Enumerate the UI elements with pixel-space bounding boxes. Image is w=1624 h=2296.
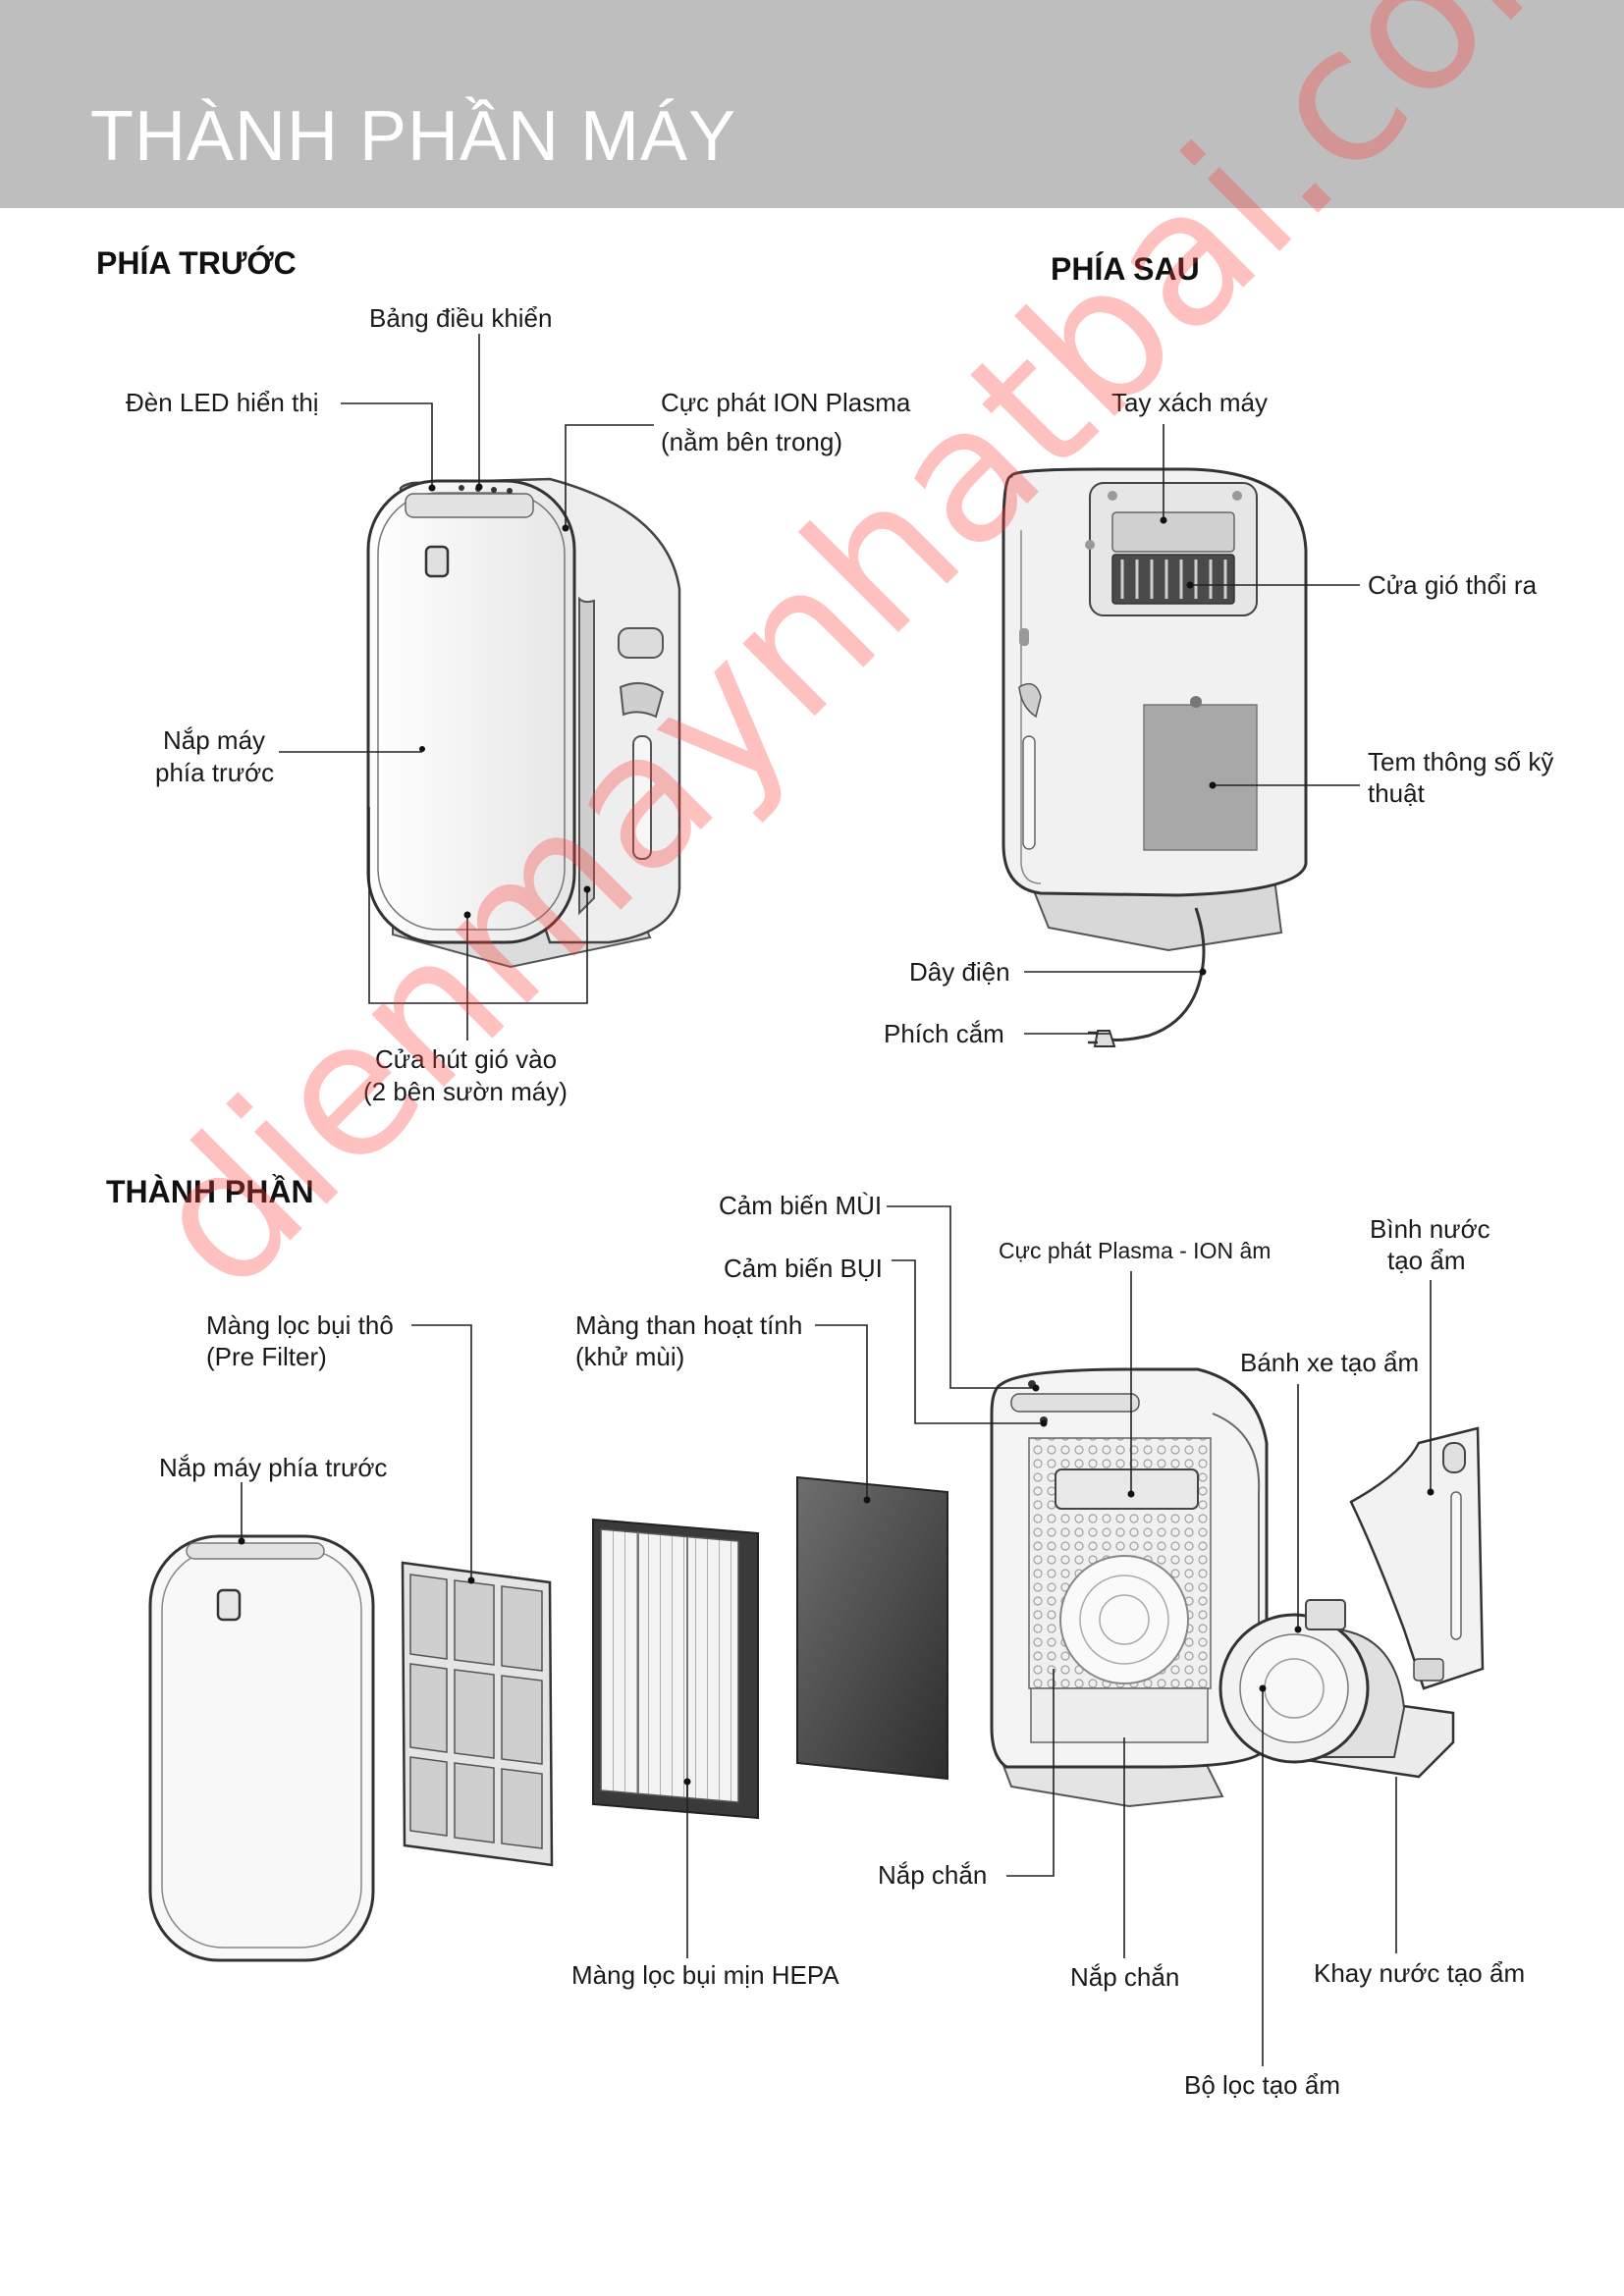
- label-front-cover-2: phía trước: [155, 758, 275, 787]
- back-unit-drawing: [1001, 467, 1308, 1047]
- label-power-cord: Dây điện: [909, 957, 1010, 987]
- label-water-tray: Khay nước tạo ẩm: [1314, 1958, 1526, 1988]
- label-handle: Tay xách máy: [1111, 388, 1268, 417]
- label-air-intake-1: Cửa hút gió vào: [375, 1044, 558, 1074]
- label-ion-plasma-1: Cực phát ION Plasma: [661, 388, 911, 417]
- part-humidify-unit: [1218, 1599, 1455, 1779]
- front-leader-lines: [279, 334, 654, 1041]
- label-carbon-2: (khử mùi): [575, 1342, 685, 1371]
- label-ion-plasma-2: (nằm bên trong): [661, 427, 842, 456]
- parts-leader-dots: [238, 1384, 1435, 1786]
- label-spec-label-2: thuật: [1368, 778, 1425, 808]
- part-main-body: [990, 1367, 1269, 1808]
- title-banner: THÀNH PHẦN MÁY: [0, 0, 1624, 208]
- label-led: Đèn LED hiển thị: [126, 388, 319, 417]
- label-humidify-wheel: Bánh xe tạo ẩm: [1240, 1348, 1420, 1377]
- label-water-tank-1: Bình nước: [1370, 1214, 1490, 1244]
- label-pre-filter-2: (Pre Filter): [206, 1342, 327, 1371]
- front-heading: PHÍA TRƯỚC: [96, 245, 297, 281]
- back-leader-dots: [1160, 516, 1217, 976]
- label-cover-a: Nắp chắn: [878, 1860, 988, 1890]
- label-spec-label-1: Tem thông số kỹ: [1368, 747, 1554, 776]
- part-front-cover: [148, 1534, 375, 1962]
- label-front-cover-1: Nắp máy: [163, 725, 266, 755]
- parts-leader-lines: [241, 1205, 1432, 2066]
- page-title: THÀNH PHẦN MÁY: [90, 97, 737, 176]
- label-hepa: Màng lọc bụi mịn HEPA: [571, 1960, 839, 1990]
- part-carbon-filter: [796, 1475, 948, 1781]
- label-air-outlet: Cửa gió thổi ra: [1368, 570, 1538, 600]
- back-heading: PHÍA SAU: [1051, 251, 1200, 287]
- label-plasma-ion: Cực phát Plasma - ION âm: [999, 1238, 1272, 1263]
- part-pre-filter: [401, 1561, 554, 1867]
- label-pre-filter-1: Màng lọc bụi thô: [206, 1310, 394, 1340]
- label-water-tank-2: tạo ẩm: [1387, 1246, 1466, 1275]
- back-leader-lines: [1024, 424, 1360, 1035]
- label-dust-sensor: Cảm biến BỤI: [724, 1254, 883, 1283]
- front-unit-drawing: [366, 477, 681, 969]
- label-carbon-1: Màng than hoạt tính: [575, 1310, 803, 1340]
- label-humidify-filter: Bộ lọc tạo ẩm: [1184, 2070, 1340, 2100]
- part-hepa-filter: [592, 1518, 759, 1820]
- label-odor-sensor: Cảm biến MÙI: [719, 1191, 883, 1220]
- label-parts-front-cover: Nắp máy phía trước: [159, 1453, 388, 1482]
- label-plug: Phích cắm: [884, 1019, 1004, 1048]
- label-control-panel: Bảng điều khiển: [369, 303, 553, 333]
- part-water-tank: [1349, 1426, 1485, 1690]
- label-air-intake-2: (2 bên sườn máy): [363, 1077, 568, 1106]
- label-cover-b: Nắp chắn: [1070, 1962, 1180, 1992]
- parts-heading: THÀNH PHẦN: [106, 1174, 314, 1209]
- front-leader-dots: [428, 483, 591, 919]
